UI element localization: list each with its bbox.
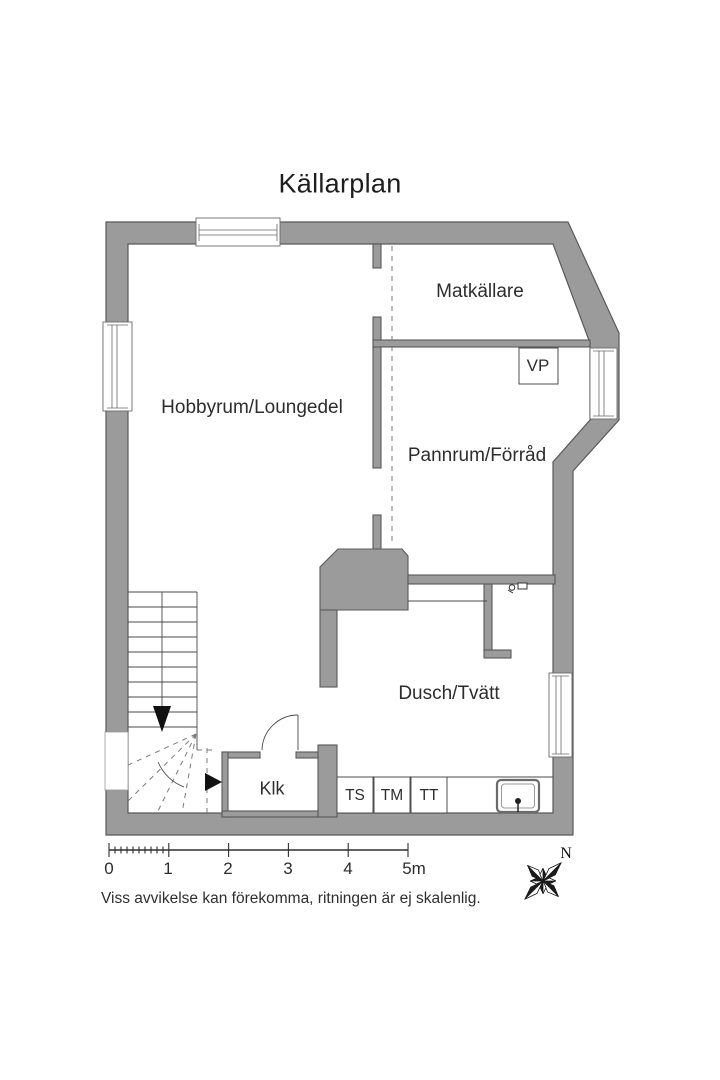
windows bbox=[102, 217, 618, 791]
washing-machine-box bbox=[373, 776, 411, 814]
klk-door bbox=[261, 714, 299, 751]
room-label-matkallare: Matkällare bbox=[436, 281, 524, 302]
scale-major-ticks bbox=[108, 843, 409, 857]
window-lower-right bbox=[548, 672, 573, 758]
heat-pump-box bbox=[518, 347, 559, 385]
klk-top-wall-right bbox=[295, 751, 319, 759]
fixture-label-vp: VP bbox=[526, 356, 550, 375]
winder-arc bbox=[157, 761, 185, 788]
scale-label-0: 0 bbox=[104, 859, 114, 878]
partition-stub-top bbox=[372, 243, 382, 269]
stair-down-arrow bbox=[153, 706, 171, 732]
stair-outline bbox=[128, 591, 198, 750]
klk-bottom-wall bbox=[221, 810, 319, 818]
pannrum-dusch-wall bbox=[407, 574, 556, 585]
interior-walls bbox=[221, 243, 591, 818]
klk-right-column bbox=[317, 744, 338, 818]
dusch-stub-foot bbox=[483, 649, 512, 659]
scale-label-3: 3 bbox=[283, 859, 293, 878]
scale-label-4: 4 bbox=[343, 859, 353, 878]
matkallare-wall bbox=[372, 339, 591, 348]
compass-rose bbox=[524, 862, 562, 900]
scale-label-5m: 5m bbox=[402, 859, 426, 878]
scale-label-2: 2 bbox=[223, 859, 233, 878]
outer-walls bbox=[105, 221, 620, 836]
compass-north-label: N bbox=[560, 845, 572, 862]
partition-wall-mid bbox=[372, 316, 382, 469]
disclaimer-text: Viss avvikelse kan förekomma, ritningen … bbox=[101, 890, 481, 907]
page-title: Källarplan bbox=[278, 168, 402, 199]
drying-cabinet-box bbox=[336, 776, 374, 814]
partition-stub-low bbox=[372, 514, 382, 550]
staircase bbox=[125, 591, 222, 814]
scale-bar bbox=[108, 843, 409, 857]
fixture-label-ts: TS bbox=[345, 787, 365, 804]
sink bbox=[495, 778, 541, 814]
chimney-block bbox=[319, 548, 409, 611]
window-bay-right bbox=[589, 347, 618, 420]
room-label-dusch-tvatt: Dusch/Tvätt bbox=[398, 683, 500, 704]
room-label-pannrum: Pannrum/Förråd bbox=[407, 445, 547, 466]
fixture-label-tt: TT bbox=[419, 787, 439, 804]
scale-minor-ticks bbox=[114, 846, 164, 854]
room-label-klk: Klk bbox=[259, 778, 285, 799]
tumble-dryer-box bbox=[410, 776, 448, 814]
room-label-hobbyrum: Hobbyrum/Loungedel bbox=[161, 397, 343, 418]
appliances bbox=[336, 347, 559, 814]
window-top bbox=[195, 217, 281, 247]
fixture-label-tm: TM bbox=[380, 787, 404, 804]
wall-faucet-icon bbox=[507, 582, 528, 594]
opening-left-lower bbox=[104, 731, 129, 791]
scale-label-1: 1 bbox=[163, 859, 173, 878]
outer-wall-shell bbox=[105, 221, 620, 836]
winder-dashed-rays bbox=[125, 733, 216, 814]
chimney-leg bbox=[319, 609, 338, 688]
walk-direction-arrow bbox=[205, 773, 222, 791]
klk-left-wall bbox=[221, 751, 229, 818]
door-swing-arc bbox=[261, 714, 299, 751]
dusch-stub-wall bbox=[483, 583, 493, 652]
window-left bbox=[102, 321, 133, 412]
